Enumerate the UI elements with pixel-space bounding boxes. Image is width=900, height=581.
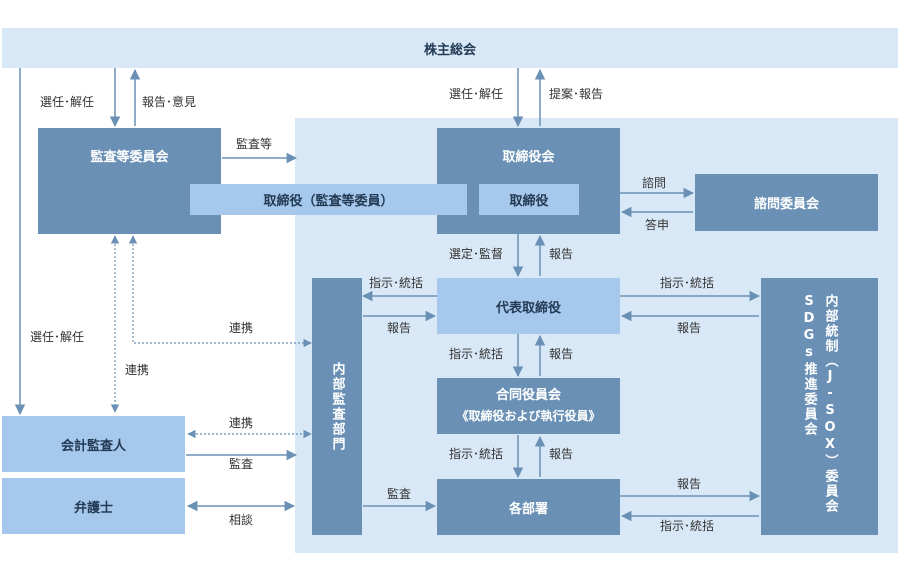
label-cooperate-accounting: 連携 bbox=[125, 363, 150, 377]
shareholders-label: 株主総会 bbox=[423, 42, 476, 58]
label-audit-departments: 監査 bbox=[387, 487, 412, 501]
accounting-auditor-box: 会計監査人 bbox=[2, 416, 185, 472]
departments-box: 各部署 bbox=[437, 479, 620, 535]
label-report-ceo: 報告 bbox=[387, 321, 412, 335]
sdgs-committee-label: SDGs推進委員会 bbox=[801, 294, 817, 437]
label-instruct-internal-audit: 指示･統括 bbox=[369, 276, 424, 290]
label-consult: 諮問 bbox=[642, 176, 667, 190]
directors-audit-box: 取締役（監査等委員） bbox=[190, 184, 467, 215]
internal-audit-box: 内部監査部門 bbox=[312, 278, 362, 535]
joint-officers-title: 合同役員会 bbox=[495, 388, 561, 403]
board-label: 取締役会 bbox=[502, 150, 555, 165]
label-propose-report: 提案･報告 bbox=[549, 87, 604, 101]
label-report-opinion: 報告･意見 bbox=[142, 95, 197, 109]
audit-committee-label: 監査等委員会 bbox=[90, 150, 169, 165]
shareholders-box: 株主総会 bbox=[2, 28, 898, 68]
joint-officers-box: 合同役員会 《取締役および執行役員》 bbox=[437, 378, 620, 434]
label-elect-dismiss-auditor: 選任･解任 bbox=[30, 330, 85, 344]
director-label: 取締役 bbox=[509, 194, 549, 209]
director-box: 取締役 bbox=[479, 184, 579, 215]
label-audit-internal: 監査 bbox=[229, 457, 254, 471]
label-instruct-from-control: 指示･統括 bbox=[660, 519, 715, 533]
departments-label: 各部署 bbox=[508, 501, 548, 517]
label-consultation: 相談 bbox=[229, 513, 254, 527]
label-report-departments-control: 報告 bbox=[677, 477, 702, 491]
lawyer-box: 弁護士 bbox=[2, 478, 185, 534]
label-instruct-internal-control: 指示･統括 bbox=[660, 276, 715, 290]
label-cooperate-internal: 連携 bbox=[229, 321, 254, 335]
label-cooperate-auditor: 連携 bbox=[229, 416, 254, 430]
label-select-supervise: 選定･監督 bbox=[449, 247, 504, 261]
ceo-box: 代表取締役 bbox=[437, 278, 620, 334]
label-answer: 答申 bbox=[645, 218, 670, 232]
label-instruct-departments: 指示･統括 bbox=[449, 447, 504, 461]
label-audit-etc: 監査等 bbox=[236, 137, 273, 151]
internal-control-box: 内部統制（J-SOX）委員会 SDGs推進委員会 bbox=[761, 278, 878, 535]
label-elect-dismiss-audit: 選任･解任 bbox=[40, 95, 95, 109]
accounting-auditor-label: 会計監査人 bbox=[60, 438, 126, 454]
label-elect-dismiss-board: 選任･解任 bbox=[449, 87, 504, 101]
advisory-committee-label: 諮問委員会 bbox=[753, 197, 819, 212]
label-report-internal-control: 報告 bbox=[677, 321, 702, 335]
internal-audit-label: 内部監査部門 bbox=[329, 361, 345, 452]
lawyer-label: 弁護士 bbox=[73, 500, 113, 516]
label-report-joint: 報告 bbox=[549, 347, 574, 361]
arrow-cooperate-internal bbox=[128, 235, 312, 348]
directors-audit-label: 取締役（監査等委員） bbox=[263, 194, 394, 209]
label-report-board: 報告 bbox=[549, 247, 574, 261]
internal-control-label: 内部統制（J-SOX）委員会 bbox=[822, 294, 838, 514]
audit-committee-box: 監査等委員会 bbox=[38, 128, 221, 234]
board-box: 取締役会 bbox=[437, 128, 620, 234]
ceo-label: 代表取締役 bbox=[495, 300, 561, 316]
label-instruct-joint: 指示･統括 bbox=[449, 347, 504, 361]
label-report-departments: 報告 bbox=[549, 447, 574, 461]
advisory-committee-box: 諮問委員会 bbox=[695, 174, 878, 231]
joint-officers-subtitle: 《取締役および執行役員》 bbox=[456, 409, 601, 423]
